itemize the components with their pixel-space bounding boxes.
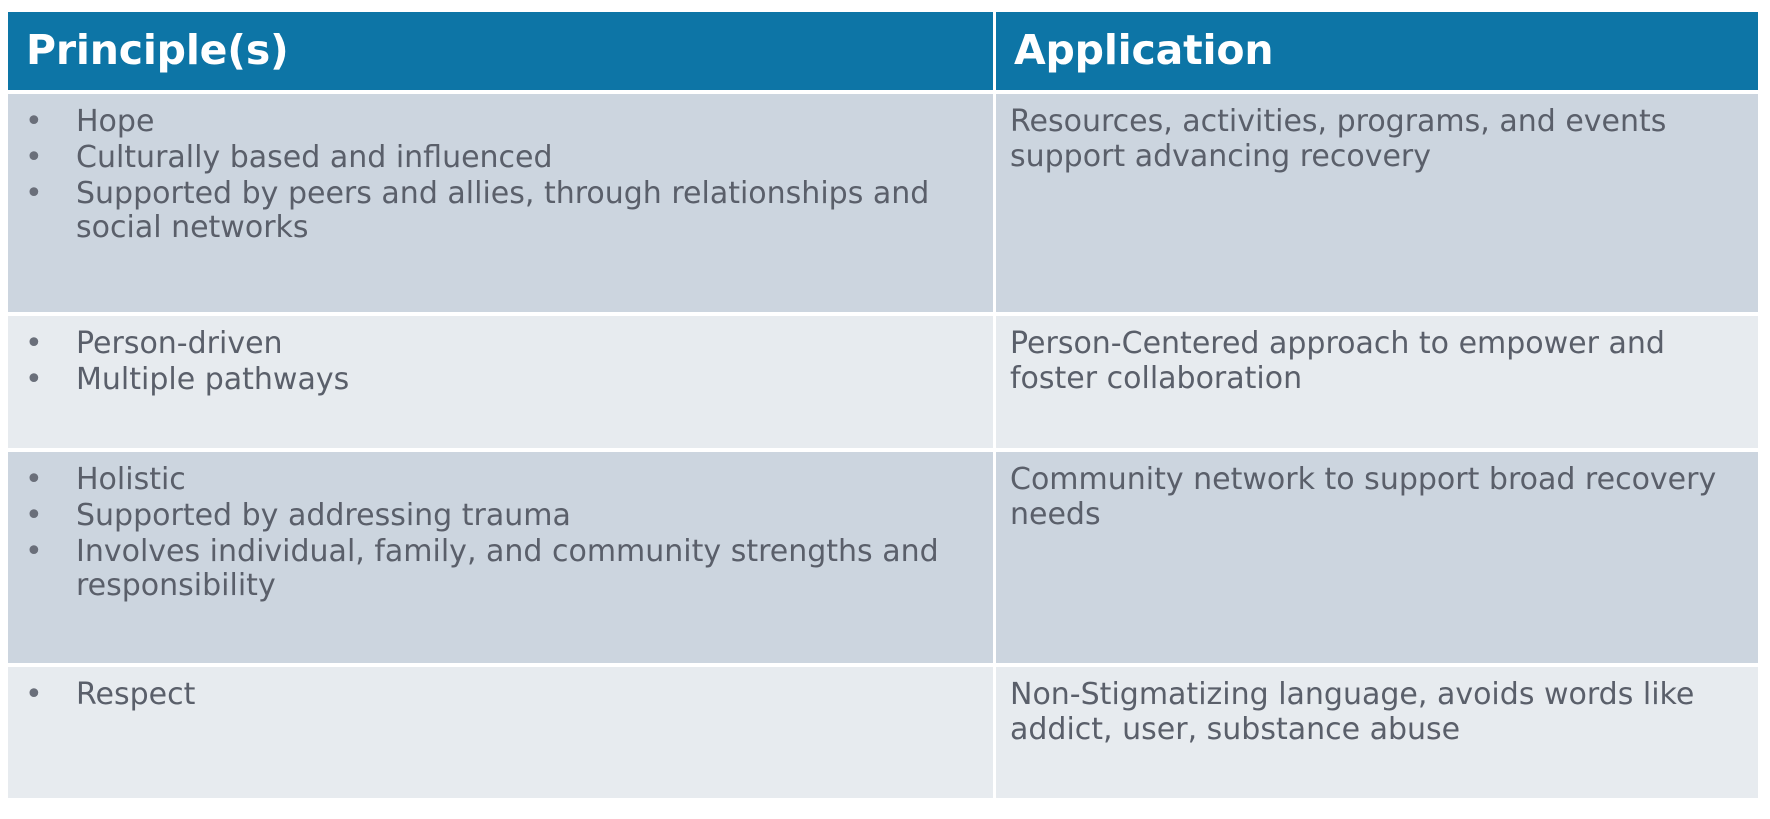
- principles-application-table: Principle(s) Application • Hope • Cultural…: [8, 12, 1758, 800]
- column-header-application-label: Application: [1014, 26, 1274, 75]
- application-text: Resources, activities, programs, and eve…: [1010, 104, 1667, 174]
- bullet-icon: •: [25, 104, 43, 139]
- list-item: • Supported by addressing trauma: [25, 497, 979, 534]
- application-text: Person-Centered approach to empower and …: [1010, 326, 1665, 396]
- list-item-text: Multiple pathways: [76, 361, 350, 397]
- cell-application: Non-Stigmatizing language, avoids words …: [996, 667, 1758, 798]
- table-header-row: Principle(s) Application: [8, 12, 1758, 90]
- principles-list: • Person-driven • Multiple pathways: [8, 316, 993, 398]
- list-item: • Holistic: [25, 462, 979, 498]
- list-item-text: Respect: [76, 677, 196, 712]
- application-text: Community network to support broad recov…: [1010, 462, 1717, 532]
- principles-list: • Respect: [8, 667, 993, 713]
- table-row: • Hope • Culturally based and influenced •…: [8, 94, 1758, 312]
- bullet-icon: •: [25, 677, 43, 712]
- principles-list: • Hope • Culturally based and influenced •…: [8, 94, 993, 246]
- cell-application: Person-Centered approach to empower and …: [996, 316, 1758, 448]
- list-item-text: Hope: [76, 104, 155, 139]
- bullet-icon: •: [25, 361, 43, 397]
- application-text: Non-Stigmatizing language, avoids words …: [1010, 677, 1695, 747]
- list-item-text: Involves individual, family, and communi…: [76, 533, 939, 604]
- list-item: • Involves individual, family, and commun…: [25, 533, 979, 605]
- list-item: • Person-driven: [25, 326, 979, 362]
- table-row: • Holistic • Supported by addressing traum…: [8, 452, 1758, 663]
- list-item-text: Supported by peers and allies, through r…: [76, 175, 930, 246]
- list-item: • Supported by peers and allies, through …: [25, 175, 979, 247]
- bullet-icon: •: [25, 175, 43, 211]
- column-header-application: Application: [996, 12, 1758, 90]
- cell-principles: • Hope • Culturally based and influenced •…: [8, 94, 993, 312]
- principles-list: • Holistic • Supported by addressing traum…: [8, 452, 993, 604]
- bullet-icon: •: [25, 139, 43, 175]
- bullet-icon: •: [25, 497, 43, 533]
- bullet-icon: •: [25, 533, 43, 569]
- bullet-icon: •: [25, 462, 43, 497]
- list-item: • Hope: [25, 104, 979, 140]
- cell-principles: • Holistic • Supported by addressing traum…: [8, 452, 993, 663]
- table-row: • Person-driven • Multiple pathways Person…: [8, 316, 1758, 448]
- list-item: • Culturally based and influenced: [25, 139, 979, 176]
- bullet-icon: •: [25, 326, 43, 361]
- list-item-text: Supported by addressing trauma: [76, 497, 571, 533]
- column-header-principles: Principle(s): [8, 12, 993, 90]
- list-item: • Respect: [25, 677, 979, 713]
- list-item-text: Holistic: [76, 462, 186, 497]
- list-item: • Multiple pathways: [25, 361, 979, 398]
- column-header-principles-label: Principle(s): [26, 26, 289, 75]
- list-item-text: Culturally based and influenced: [76, 139, 553, 175]
- list-item-text: Person-driven: [76, 326, 283, 361]
- cell-principles: • Respect: [8, 667, 993, 798]
- table-row: • Respect Non-Stigmatizing language, avoi…: [8, 667, 1758, 798]
- cell-application: Resources, activities, programs, and eve…: [996, 94, 1758, 312]
- cell-principles: • Person-driven • Multiple pathways: [8, 316, 993, 448]
- cell-application: Community network to support broad recov…: [996, 452, 1758, 663]
